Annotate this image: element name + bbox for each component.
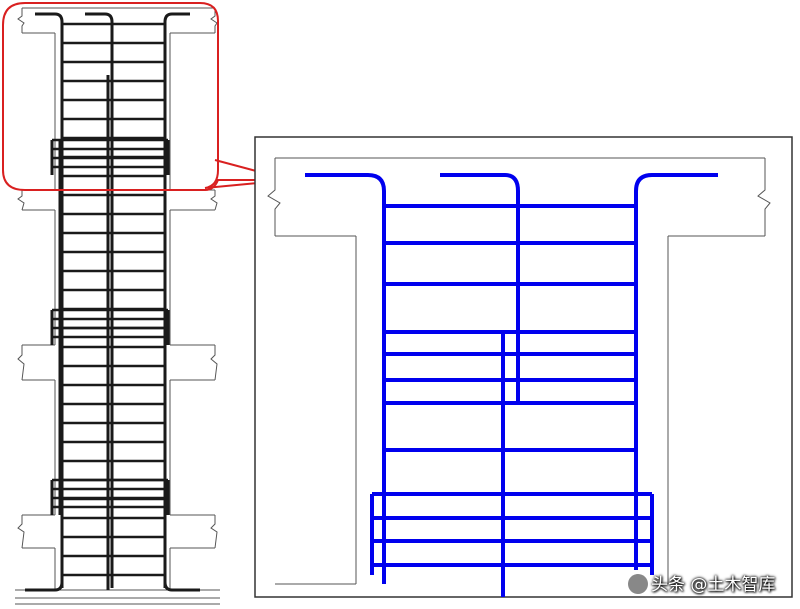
- callout-rounded-box: [1, 2, 291, 191]
- enlarged-detail: [254, 136, 793, 598]
- overview-stirrups: [52, 22, 168, 577]
- watermark: 头条 @土木智库: [628, 570, 796, 600]
- detail-longitudinal-bars: [305, 173, 718, 597]
- detail-frame: [254, 136, 793, 598]
- detail-stirrups: [372, 204, 652, 567]
- detail-outline: [267, 157, 771, 585]
- detail-callout: [1, 2, 291, 191]
- toutiao-logo-icon: [628, 574, 648, 594]
- overview-break-marks: [17, 8, 218, 549]
- watermark-text: 头条 @土木智库: [651, 575, 776, 595]
- overview-outline: [15, 7, 220, 605]
- column-overview: [15, 7, 220, 605]
- callout-pointer: [204, 179, 290, 191]
